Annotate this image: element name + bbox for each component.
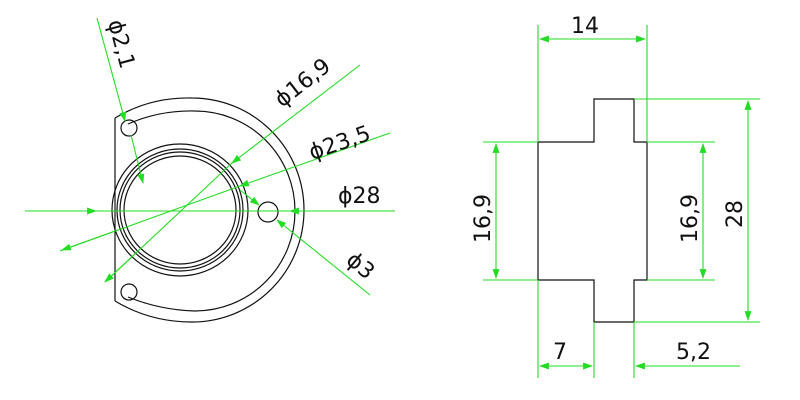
side-view-dimensions [483,25,760,378]
label-outer: ϕ28 [338,184,381,209]
mounting-hole-bottom [120,283,138,301]
label-left-height: 16,9 [471,194,496,243]
label-bottom-right: 5,2 [676,340,711,365]
leader-hole-right [276,219,371,296]
side-view-outline [537,98,648,323]
side-view-labels: 14 16,9 16,9 28 7 5,2 [471,14,748,365]
label-total-height: 28 [723,200,748,228]
mounting-hole-right [257,201,279,223]
front-view-dimensions [25,17,395,296]
label-top-width: 14 [571,14,599,39]
leader-hole-right-2 [239,189,260,206]
leader-inner [231,64,361,164]
label-hole-small: ϕ2,1 [102,17,139,71]
label-inner: ϕ16,9 [270,54,335,113]
leader-middle [239,132,391,187]
outer-flange-contour [114,97,305,323]
ring-inner-1 [119,151,241,269]
label-hole-right: ϕ3 [341,247,379,284]
side-view: 14 16,9 16,9 28 7 5,2 [471,14,760,378]
front-view: ϕ2,1 ϕ16,9 ϕ23,5 ϕ28 ϕ3 [25,17,395,323]
leader-middle-arrow2 [61,229,119,251]
label-bottom-left: 7 [553,340,567,365]
ring-mid [116,148,244,272]
leader-hole-small-2 [130,134,145,184]
label-right-height: 16,9 [678,194,703,243]
leader-hole-small [96,17,127,122]
ring-outer [111,143,249,277]
leader-inner-arrow2 [104,253,136,283]
label-middle: ϕ23,5 [306,121,374,165]
ring-inner-2 [123,155,237,265]
mounting-hole-top [120,119,138,137]
front-view-outline [111,97,305,323]
